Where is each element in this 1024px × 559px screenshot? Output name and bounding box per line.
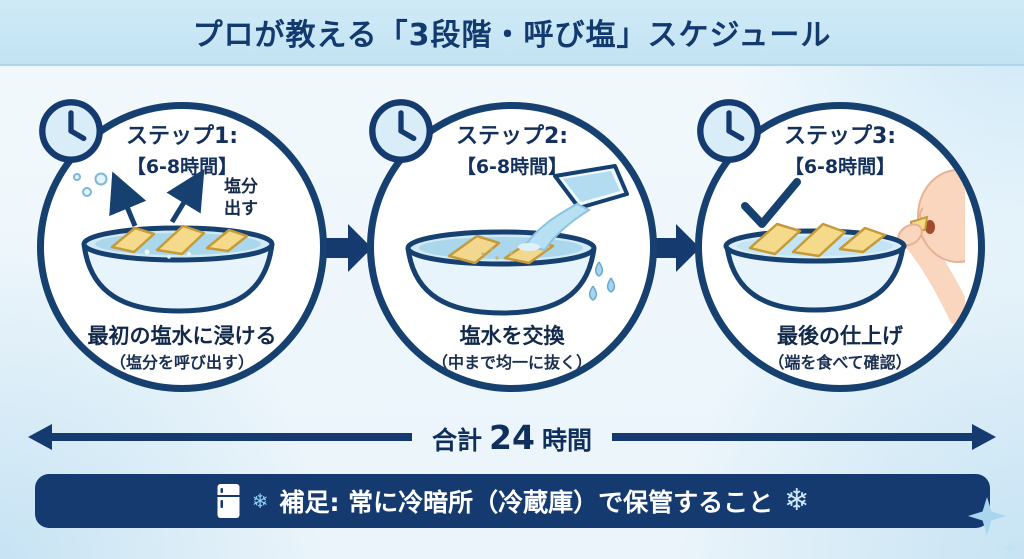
pitcher-water [563,171,620,202]
splash [518,243,540,251]
bubble-icon [94,172,108,186]
step-2-duration: 【6-8時間】 [456,156,568,178]
snowflake-icon: ❄ [251,489,269,513]
sparkle-icon [968,497,1006,535]
total-time-prefix: 合計 [432,425,483,455]
snowflake-icon: ❄ [784,483,810,518]
step-1: ステップ1: 【6-8時間】 塩分 出す [37,99,327,392]
salt-speckle [481,252,485,256]
step-3-subcaption: （端を食べて確認） [768,353,912,372]
total-time-label: 合計 24 時間 [432,418,592,457]
salt-out-arrow-icon [109,171,147,227]
page-title: プロが教える「3段階・呼び塩」スケジュール [192,18,832,53]
step-2-head: ステップ2: 【6-8時間】 [374,118,650,179]
flow-arrow-icon [654,224,700,272]
bowl-body [81,243,275,314]
salt-out-arrow-icon [166,168,205,224]
timeline-line [611,433,972,441]
step-2-circle: ステップ2: 【6-8時間】 [367,102,657,392]
face [917,169,965,263]
salt-speckle [495,256,499,260]
salt-speckle [489,247,493,251]
timeline-line [52,433,413,441]
step-1-caption: 最初の塩水に浸ける [87,324,277,348]
salt-out-label-line2: 出す [224,198,258,219]
step-2-subcaption: （中まで均一に抜く） [431,353,592,372]
water-drop-icon [606,277,616,293]
step-1-head: ステップ1: 【6-8時間】 [44,118,320,179]
food-slice [110,226,156,254]
food-slice [748,222,802,256]
food-slice [838,226,887,254]
water-drop-icon [588,285,598,301]
bubble-icon [187,252,191,256]
water-surface [419,237,583,259]
total-time-unit: 時間 [541,425,592,455]
step-3-duration: 【6-8時間】 [784,156,896,178]
timeline-arrow-right-icon [972,424,996,450]
step-3-caption: 最後の仕上げ [777,324,903,348]
step-3-title: ステップ3: [783,124,897,149]
note-banner: ❄ 補足: 常に冷暗所（冷蔵庫）で保管すること ❄ [35,474,990,528]
step-2: ステップ2: 【6-8時間】 [367,99,657,392]
bowl-body [724,245,906,313]
step-3-head: ステップ3: 【6-8時間】 [702,118,978,179]
step-3: ステップ3: 【6-8時間】 最後の仕上げ [695,99,985,392]
clock-icon [39,99,103,163]
clock-icon [697,99,761,163]
food-slice [205,228,249,253]
clock-icon [369,99,433,163]
step-2-caption: 塩水を交換 [459,324,565,348]
checkmark-icon [741,178,801,228]
step-1-duration: 【6-8時間】 [126,156,238,178]
timeline: 合計 24 時間 [28,415,996,459]
water-drop-icon [594,261,604,277]
header-band: プロが教える「3段階・呼び塩」スケジュール [0,0,1024,66]
mouth [925,220,935,234]
step-1-subcaption: （塩分を呼び出す） [109,353,254,372]
step-1-circle: ステップ1: 【6-8時間】 塩分 出す [37,102,327,392]
bubble-icon [82,187,92,197]
total-time-number: 24 [489,417,535,457]
bubble-icon [144,249,150,255]
step-1-title: ステップ1: [125,124,239,149]
note-text: 補足: 常に冷暗所（冷蔵庫）で保管すること [279,488,774,517]
timeline-arrow-left-icon [28,424,52,450]
food-slice [447,234,501,265]
taste-check-illustration [723,169,965,324]
step-2-title: ステップ2: [455,124,569,149]
water-change-illustration [405,164,629,316]
fridge-icon [217,484,240,518]
bubble-icon [73,173,81,181]
soaking-bowl-illustration: 塩分 出す [73,168,275,314]
salt-out-label-line1: 塩分 [224,176,258,197]
arm [903,228,965,324]
bubble-icon [167,255,171,259]
flow-arrow-icon [326,224,372,272]
food-slice [791,222,847,258]
sparkle-icon [1002,540,1018,556]
food-slice [155,224,206,256]
salt-speckle [509,251,513,255]
